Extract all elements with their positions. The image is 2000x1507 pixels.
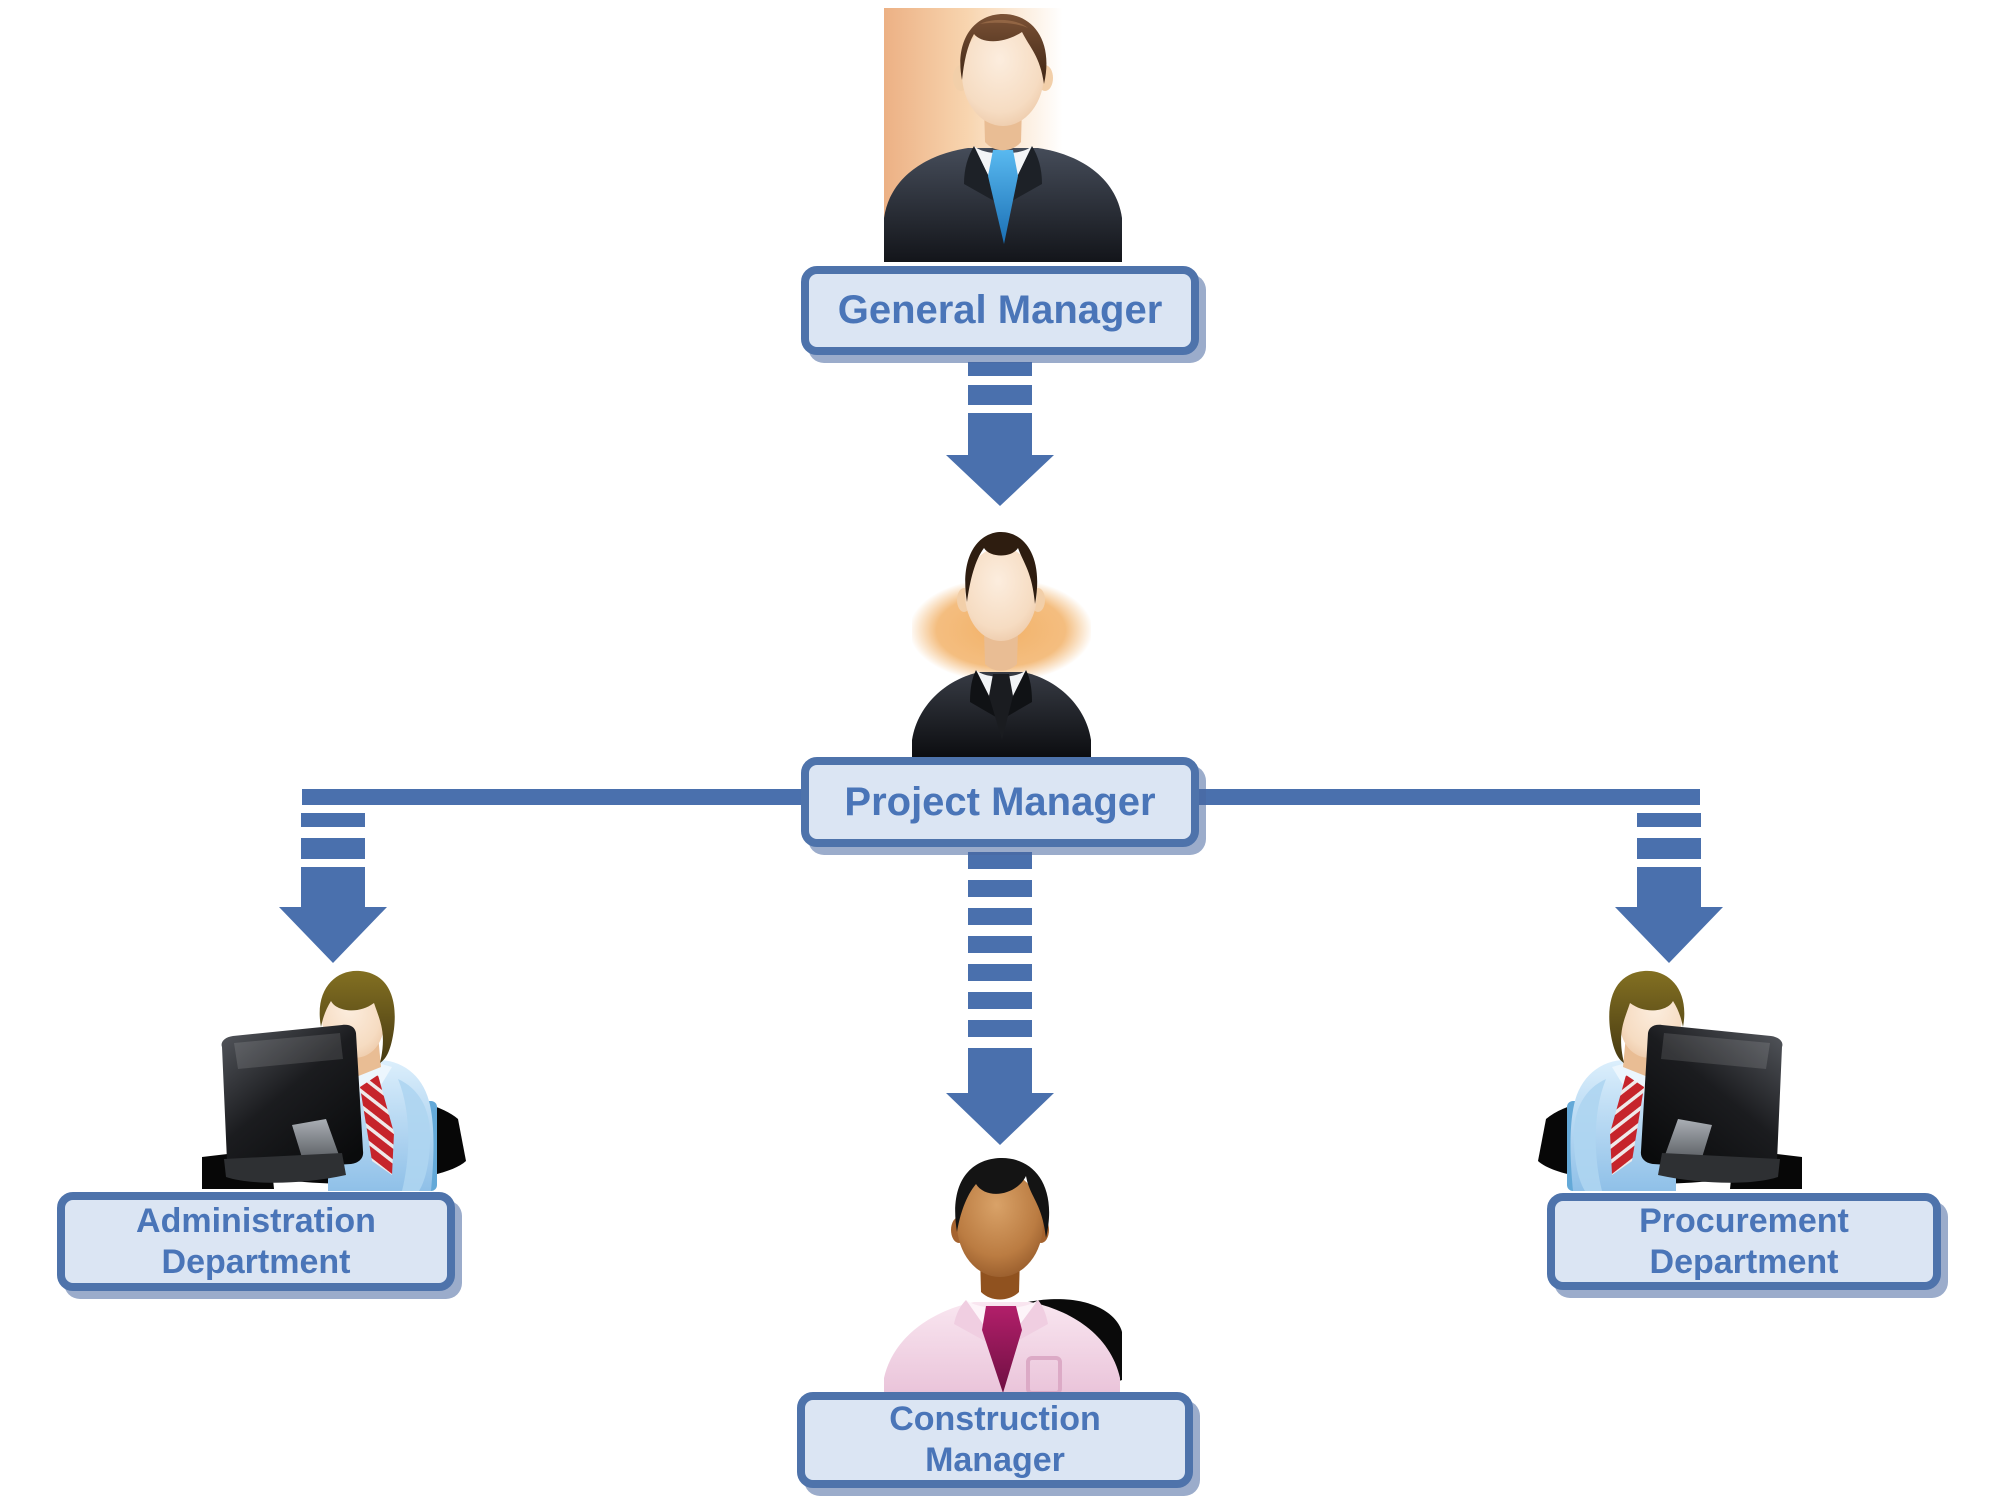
arrow-stem xyxy=(301,867,365,907)
arrow-dash xyxy=(301,838,365,859)
arrow-stem xyxy=(968,413,1032,455)
node-administration-department: Administration Department xyxy=(57,1192,455,1291)
node-project-manager: Project Manager xyxy=(801,757,1199,847)
arrow-general-to-project xyxy=(946,362,1054,506)
arrow-dash xyxy=(1637,813,1701,827)
arrow-head xyxy=(1615,907,1723,963)
businessman-black-suit-icon xyxy=(912,512,1091,758)
arrow-dash xyxy=(968,852,1032,869)
arrow-stem xyxy=(968,1048,1032,1093)
arrow-dash xyxy=(1637,838,1701,859)
employee-at-computer-icon xyxy=(200,963,468,1193)
node-label: Construction Manager xyxy=(889,1400,1101,1479)
arrow-dash xyxy=(968,908,1032,925)
arrow-stem xyxy=(1637,867,1701,907)
arrow-project-to-procurement xyxy=(1615,813,1723,963)
connector-line-left xyxy=(302,789,802,805)
node-label: Procurement Department xyxy=(1639,1201,1849,1281)
node-general-manager: General Manager xyxy=(801,266,1199,355)
arrow-head xyxy=(946,455,1054,506)
arrow-project-to-construction xyxy=(946,852,1054,1145)
arrow-head xyxy=(279,907,387,963)
node-label: Administration Department xyxy=(136,1201,376,1281)
arrow-dash xyxy=(968,362,1032,376)
connector-line-right xyxy=(1198,789,1700,805)
businessman-pink-shirt-icon xyxy=(880,1150,1123,1393)
arrow-dash xyxy=(968,964,1032,981)
arrow-project-to-administration xyxy=(279,813,387,963)
node-label: General Manager xyxy=(837,288,1163,332)
businessman-blue-tie-icon xyxy=(884,8,1122,262)
arrow-dash xyxy=(968,936,1032,953)
arrow-dash xyxy=(968,880,1032,897)
node-label: Project Manager xyxy=(844,779,1156,824)
node-procurement-department: Procurement Department xyxy=(1547,1193,1941,1290)
arrow-dash xyxy=(968,385,1032,405)
arrow-dash xyxy=(968,1020,1032,1037)
arrow-head xyxy=(946,1093,1054,1145)
employee-at-computer-mirrored-icon xyxy=(1536,963,1804,1193)
arrow-dash xyxy=(968,992,1032,1009)
arrow-dash xyxy=(301,813,365,827)
node-construction-manager: Construction Manager xyxy=(797,1392,1193,1488)
